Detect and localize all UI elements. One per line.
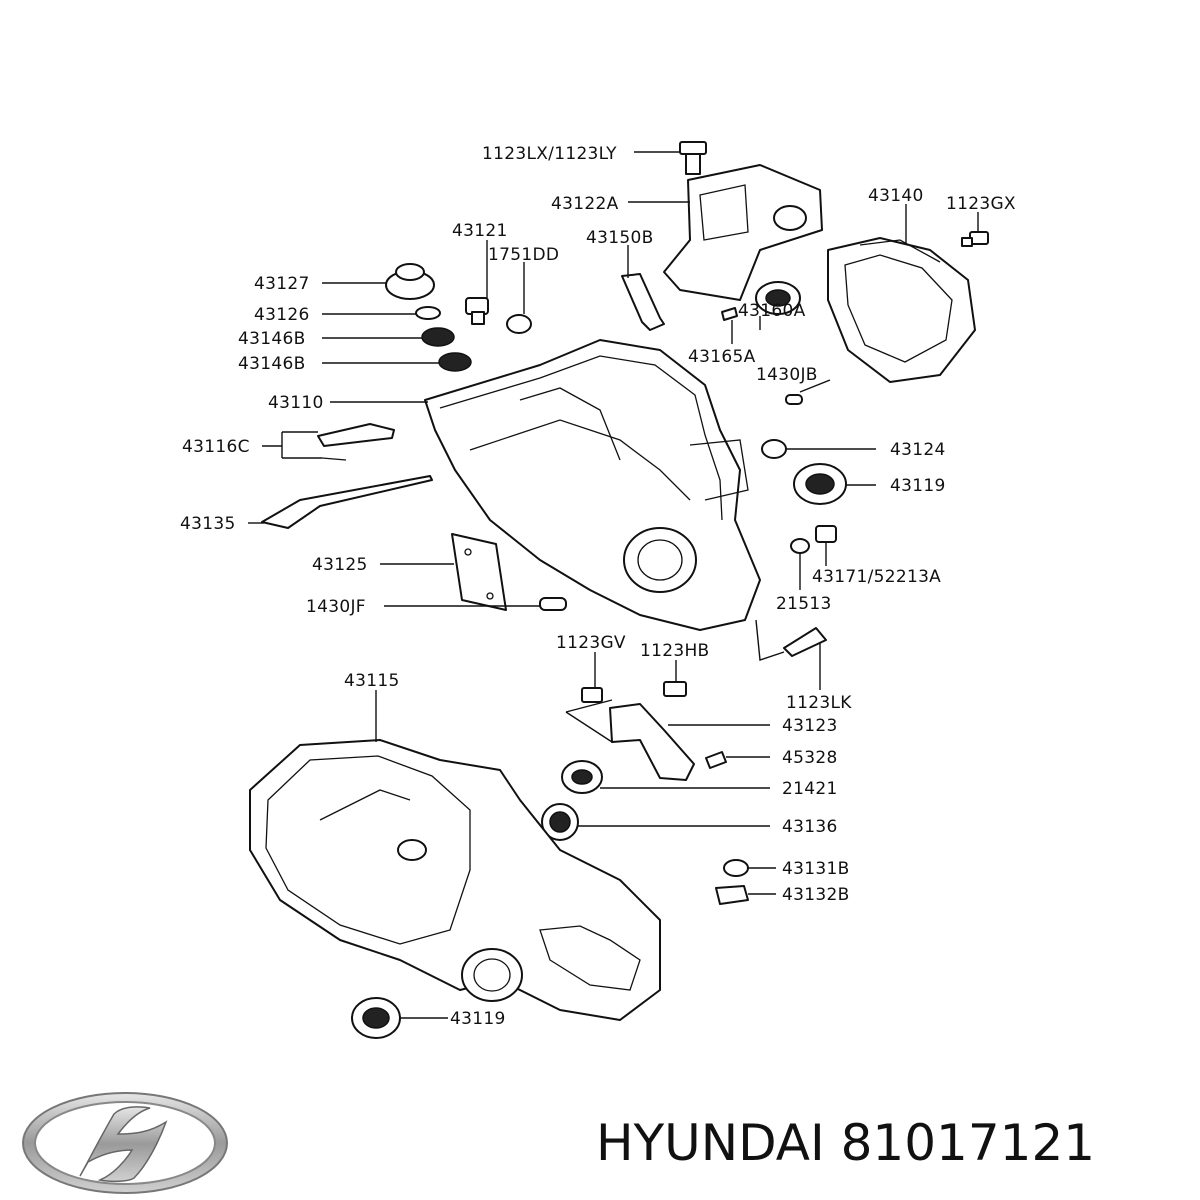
label-43116c: 43116C: [182, 437, 250, 457]
label-1123gx: 1123GX: [946, 194, 1016, 214]
label-43122a: 43122A: [551, 194, 619, 214]
label-43119-top: 43119: [890, 476, 946, 496]
plug-43121-part: [465, 297, 489, 325]
pin-1430jf-part: [539, 597, 567, 611]
bolt-1123lx-part: [679, 141, 707, 175]
label-43132b: 43132B: [782, 885, 850, 905]
brand-name: HYUNDAI: [596, 1114, 825, 1172]
label-43110: 43110: [268, 393, 324, 413]
label-43146b-2: 43146B: [238, 354, 306, 374]
seal-43160a-part: [755, 281, 801, 315]
label-43171: 43171/52213A: [812, 567, 941, 587]
housing-43110-part: [424, 339, 761, 631]
seal-43146b-2-part: [438, 352, 472, 372]
label-45328: 45328: [782, 748, 838, 768]
label-43119-bottom: 43119: [450, 1009, 506, 1029]
label-43136: 43136: [782, 817, 838, 837]
label-43125: 43125: [312, 555, 368, 575]
bolt-1123lk-part: [783, 627, 827, 657]
plug-43124-part: [761, 439, 787, 459]
label-43160a: 43160A: [738, 301, 806, 321]
part-labels: 1123LX/1123LY 43122A 43140 1123GX 43121 …: [180, 144, 1016, 1029]
lever-43150b-part: [621, 273, 665, 331]
part-number: 81017121: [840, 1114, 1096, 1172]
label-1123lx: 1123LX/1123LY: [482, 144, 617, 164]
gasket-1751dd-part: [506, 314, 532, 334]
label-1123lk: 1123LK: [786, 693, 852, 713]
label-43165a: 43165A: [688, 347, 756, 367]
parts-artwork: [249, 141, 989, 1039]
label-43123: 43123: [782, 716, 838, 736]
spring-43116c-part: [317, 423, 395, 461]
seal-21421-part: [561, 760, 603, 794]
seal-43119-bottom-part: [351, 997, 401, 1039]
bolt-1123gv-part: [581, 687, 603, 703]
bolt-45328-part: [705, 751, 727, 769]
label-21513: 21513: [776, 594, 832, 614]
guide-43135-part: [261, 475, 433, 529]
label-43115: 43115: [344, 671, 400, 691]
label-1123gv: 1123GV: [556, 633, 626, 653]
seal-43136-part: [541, 803, 579, 841]
clip-43132b-part: [715, 885, 749, 905]
cover-43140-part: [827, 237, 976, 383]
label-43124: 43124: [890, 440, 946, 460]
seal-43146b-1-part: [421, 327, 455, 347]
pin-1430jb-part: [785, 394, 803, 405]
bracket-43122a-part: [663, 164, 823, 301]
bracket-43123-part: [609, 703, 695, 781]
leader-lines: [248, 151, 979, 1019]
label-1430jf: 1430JF: [306, 597, 366, 617]
bolt-1123gx-part: [961, 231, 989, 247]
label-43135: 43135: [180, 514, 236, 534]
cap-43131b-part: [723, 859, 749, 877]
label-43150b: 43150B: [586, 228, 654, 248]
plug-43171-part: [790, 525, 837, 554]
label-43131b: 43131B: [782, 859, 850, 879]
label-1751dd: 1751DD: [488, 245, 559, 265]
label-21421: 21421: [782, 779, 838, 799]
seal-43119-top-part: [793, 463, 847, 505]
label-43121: 43121: [452, 221, 508, 241]
label-43146b-1: 43146B: [238, 329, 306, 349]
washer-43126-part: [415, 306, 441, 320]
label-1123hb: 1123HB: [640, 641, 710, 661]
product-caption: HYUNDAI 81017121: [596, 1108, 1186, 1178]
cap-43127-part: [385, 263, 435, 300]
plate-43125-part: [451, 533, 507, 611]
hyundai-logo-icon: [22, 1092, 228, 1194]
label-1430jb: 1430JB: [756, 365, 818, 385]
label-43140: 43140: [868, 186, 924, 206]
housing-43115-part: [249, 739, 661, 1021]
bolt-1123hb-part: [663, 681, 687, 697]
label-43127: 43127: [254, 274, 310, 294]
pin-43165a-part: [721, 307, 738, 321]
label-43126: 43126: [254, 305, 310, 325]
